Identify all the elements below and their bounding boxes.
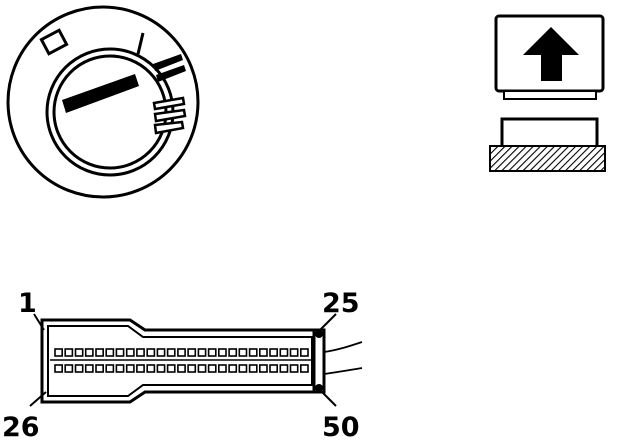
leader-pin-50 [317, 387, 337, 407]
position-ii-mark [153, 54, 186, 82]
connector-pin [146, 348, 156, 357]
cable-top [323, 341, 363, 353]
ignition-switch [6, 5, 200, 199]
button-pressed-body [500, 117, 599, 149]
pin-label-1: 1 [18, 288, 37, 319]
connector-pin [279, 364, 289, 373]
connector-50-pin: 1 25 26 50 [2, 288, 363, 442]
connector-pin [84, 348, 94, 357]
connector-pin [248, 364, 258, 373]
connector-pin [177, 348, 186, 357]
pin-label-50: 50 [322, 412, 360, 442]
connector-pin [299, 348, 309, 357]
connector-pin [64, 364, 74, 373]
connector-pin [299, 364, 309, 373]
connector-pins [50, 348, 312, 373]
connector-pin [187, 364, 197, 373]
connector-pin [187, 348, 197, 357]
connector-pin [289, 364, 299, 373]
connector-pin [207, 348, 217, 357]
pin-label-25: 25 [322, 288, 360, 319]
connector-pin [238, 348, 248, 357]
connector-pin [136, 364, 145, 373]
end-cap-top-dot [315, 330, 323, 338]
connector-pin [105, 348, 115, 357]
connector-pin [269, 348, 278, 357]
padlock-icon [39, 28, 69, 56]
connector-pin [258, 348, 268, 357]
connector-pin [115, 348, 125, 357]
connector-pin [197, 348, 207, 357]
connector-pin [95, 348, 104, 357]
leader-pin-26 [29, 391, 47, 407]
connector-pin [95, 364, 104, 373]
mounting-surface [489, 145, 606, 172]
connector-pin [74, 348, 84, 357]
connector-pin [146, 364, 156, 373]
position-i-mark [136, 32, 145, 55]
connector-pin [166, 364, 176, 373]
switch-inner-ring [52, 54, 168, 170]
connector-pin [166, 348, 176, 357]
connector-housing [40, 318, 320, 404]
leader-pin-1 [33, 313, 45, 331]
connector-end-cap [312, 328, 326, 394]
connector-pin [74, 364, 84, 373]
connector-pin [84, 364, 94, 373]
connector-pin [228, 348, 238, 357]
pin-label-26: 26 [2, 412, 40, 442]
connector-housing-inner [47, 325, 313, 397]
button-top-base [503, 90, 597, 100]
connector-pin [238, 364, 248, 373]
connector-pin [218, 364, 227, 373]
connector-pin [125, 364, 135, 373]
connector-pin [258, 364, 268, 373]
connector-pin [105, 364, 115, 373]
connector-pin [156, 348, 166, 357]
up-arrow-icon [523, 27, 579, 81]
key-slot [62, 74, 139, 113]
connector-pin [136, 348, 145, 357]
connector-pin [54, 364, 63, 373]
connector-pin [115, 364, 125, 373]
leader-pin-25 [317, 313, 337, 333]
connector-pin [156, 364, 166, 373]
connector-pin [64, 348, 74, 357]
connector-pin [125, 348, 135, 357]
connector-pin [54, 348, 63, 357]
connector-pin [289, 348, 299, 357]
connector-pin [279, 348, 289, 357]
connector-pin [197, 364, 207, 373]
connector-pin [218, 348, 227, 357]
pushbutton-assembly [489, 14, 606, 172]
connector-pin [228, 364, 238, 373]
connector-pin [269, 364, 278, 373]
connector-pin [207, 364, 217, 373]
connector-pin [248, 348, 258, 357]
position-iii-mark [152, 96, 187, 135]
connector-pin [177, 364, 186, 373]
cable-bottom [323, 367, 363, 375]
